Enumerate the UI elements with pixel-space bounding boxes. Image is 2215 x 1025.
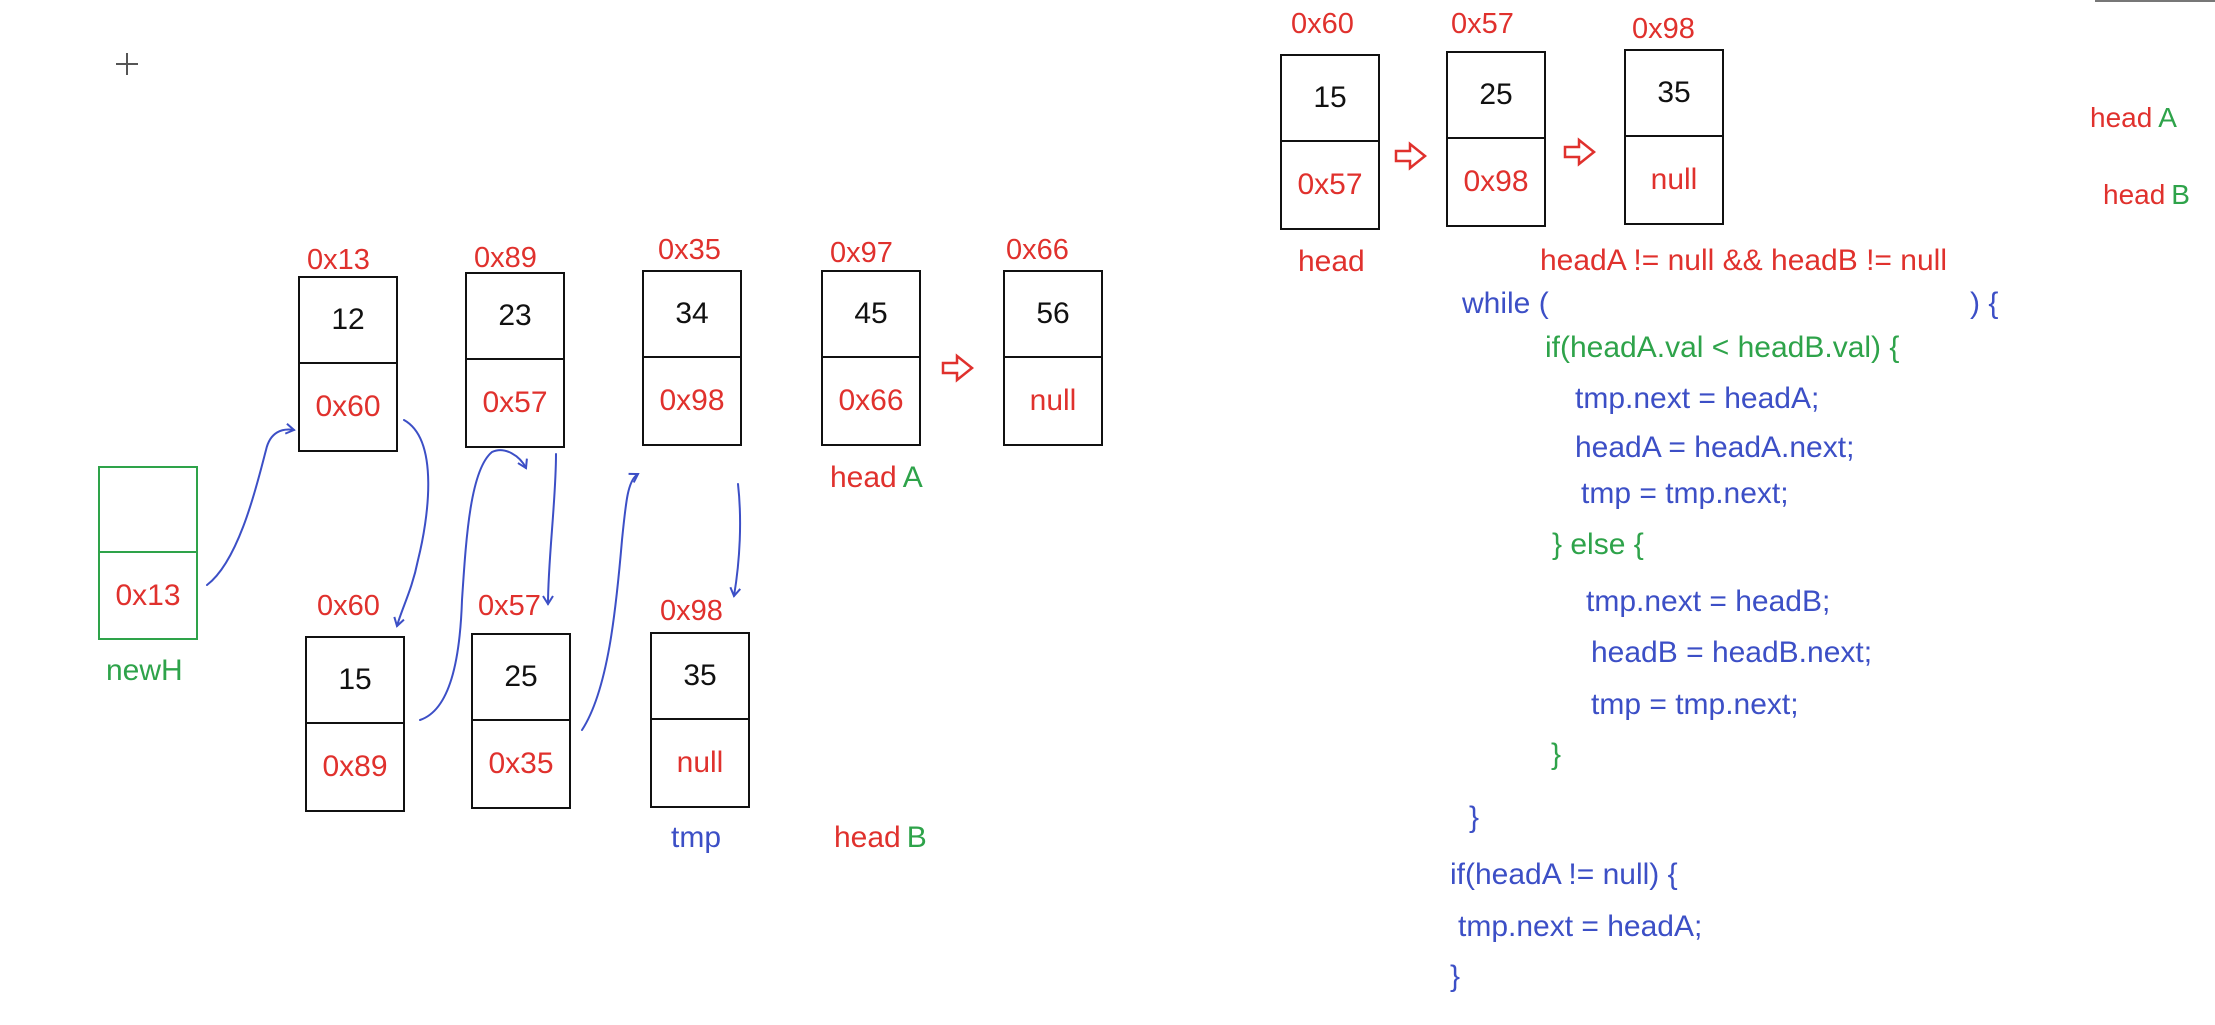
arrow-25-to-34 bbox=[581, 472, 640, 731]
while-condition: headA != null && headB != null bbox=[1540, 244, 1947, 277]
node-next-pointer: null bbox=[1650, 163, 1698, 196]
corner-head-a-letter: A bbox=[2158, 102, 2177, 133]
code-line-a1: tmp.next = headA; bbox=[1575, 382, 1820, 415]
node-value bbox=[100, 468, 196, 553]
list-a-node-3-address: 0x35 bbox=[658, 234, 721, 266]
list-a-node-4: 45 0x66 bbox=[821, 270, 921, 446]
arrow-34-to-35 bbox=[729, 483, 742, 598]
code-line-c1: tmp.next = headA; bbox=[1458, 910, 1703, 943]
list-b-node-1: 15 0x89 bbox=[305, 636, 405, 812]
right-node-1-address: 0x60 bbox=[1291, 8, 1354, 40]
list-b-node-2: 25 0x35 bbox=[471, 633, 571, 809]
crosshair-cursor-icon bbox=[116, 53, 138, 75]
else-line: } else { bbox=[1552, 528, 1644, 561]
list-a-node-5: 56 null bbox=[1003, 270, 1103, 446]
hollow-arrow-icon-right-1 bbox=[1394, 141, 1428, 171]
corner-head-a-head: head bbox=[2090, 102, 2153, 133]
node-next-pointer: 0x98 bbox=[1463, 165, 1529, 198]
list-b-node-1-address: 0x60 bbox=[317, 590, 380, 622]
right-node-2-address: 0x57 bbox=[1451, 8, 1514, 40]
new-head-label: newH bbox=[106, 654, 183, 687]
code-line-b2: headB = headB.next; bbox=[1591, 636, 1873, 669]
code-line-a2: headA = headA.next; bbox=[1575, 431, 1855, 464]
node-value: 56 bbox=[1005, 272, 1101, 358]
head-b-label-head: head bbox=[834, 821, 901, 854]
node-value: 25 bbox=[473, 635, 569, 721]
node-value: 25 bbox=[1448, 53, 1544, 139]
list-b-node-2-address: 0x57 bbox=[478, 590, 541, 622]
node-next-pointer: 0x66 bbox=[838, 384, 904, 417]
head-b-label-letter: B bbox=[906, 821, 927, 854]
node-value: 15 bbox=[1282, 56, 1378, 142]
node-next-pointer: 0x98 bbox=[659, 384, 725, 417]
arrow-newh-to-12 bbox=[206, 423, 296, 586]
node-next-pointer: 0x89 bbox=[322, 750, 388, 783]
arrow-12-to-15 bbox=[393, 419, 430, 628]
if-head-a-not-null: if(headA != null) { bbox=[1450, 858, 1678, 891]
while-open: while ( bbox=[1462, 287, 1549, 320]
head-a-label-head: head bbox=[830, 461, 897, 494]
node-next-pointer: 0x57 bbox=[1297, 168, 1363, 201]
window-edge-line bbox=[2095, 0, 2215, 2]
node-value: 12 bbox=[300, 278, 396, 364]
list-a-node-3: 34 0x98 bbox=[642, 270, 742, 446]
node-next-pointer: null bbox=[676, 746, 724, 779]
list-a-node-1: 12 0x60 bbox=[298, 276, 398, 452]
node-value: 45 bbox=[823, 272, 919, 358]
list-a-node-5-address: 0x66 bbox=[1006, 234, 1069, 266]
inner-close-brace: } bbox=[1551, 738, 1562, 771]
while-close: ) { bbox=[1970, 287, 1999, 320]
node-next-pointer: null bbox=[1029, 384, 1077, 417]
code-line-b3: tmp = tmp.next; bbox=[1591, 688, 1799, 721]
list-a-node-2: 23 0x57 bbox=[465, 272, 565, 448]
list-a-node-4-address: 0x97 bbox=[830, 237, 893, 269]
right-node-1: 15 0x57 bbox=[1280, 54, 1380, 230]
hollow-arrow-icon-right-2 bbox=[1563, 137, 1597, 167]
head-a-label-letter: A bbox=[902, 461, 923, 494]
outer-close-brace: } bbox=[1469, 801, 1480, 834]
if-line: if(headA.val < headB.val) { bbox=[1545, 331, 1900, 364]
list-a-node-1-address: 0x13 bbox=[307, 244, 370, 276]
new-head-node: 0x13 bbox=[98, 466, 198, 640]
right-node-2: 25 0x98 bbox=[1446, 51, 1546, 227]
node-value: 35 bbox=[652, 634, 748, 720]
code-line-b1: tmp.next = headB; bbox=[1586, 585, 1831, 618]
code-line-a3: tmp = tmp.next; bbox=[1581, 477, 1789, 510]
list-b-node-3: 35 null bbox=[650, 632, 750, 808]
node-value: 35 bbox=[1626, 51, 1722, 137]
list-b-node-3-address: 0x98 bbox=[660, 595, 723, 627]
right-node-3-address: 0x98 bbox=[1632, 13, 1695, 45]
arrow-23-to-25 bbox=[542, 453, 557, 606]
final-close-brace: } bbox=[1450, 960, 1461, 993]
node-next-pointer: 0x13 bbox=[115, 578, 181, 612]
node-next-pointer: 0x57 bbox=[482, 386, 548, 419]
hollow-arrow-icon-a bbox=[941, 353, 975, 383]
right-head-label: head bbox=[1298, 245, 1365, 278]
tmp-label: tmp bbox=[671, 821, 722, 854]
node-next-pointer: 0x60 bbox=[315, 390, 381, 423]
list-a-node-2-address: 0x89 bbox=[474, 242, 537, 274]
node-value: 15 bbox=[307, 638, 403, 724]
right-node-3: 35 null bbox=[1624, 49, 1724, 225]
corner-head-b-head: head bbox=[2103, 179, 2166, 210]
node-next-pointer: 0x35 bbox=[488, 747, 554, 780]
node-value: 34 bbox=[644, 272, 740, 358]
node-value: 23 bbox=[467, 274, 563, 360]
corner-head-b-letter: B bbox=[2171, 179, 2190, 210]
